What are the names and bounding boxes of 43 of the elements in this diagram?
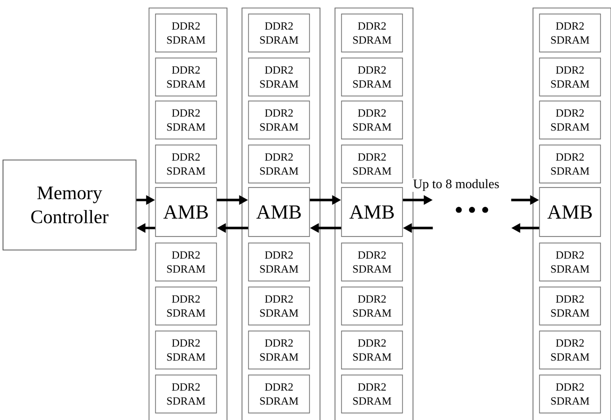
memory-chip: DDR2 SDRAM: [341, 144, 403, 184]
memory-chip: DDR2 SDRAM: [341, 330, 403, 370]
memory-chip: DDR2 SDRAM: [539, 100, 601, 140]
memory-chip: DDR2 SDRAM: [248, 100, 310, 140]
memory-chip: DDR2 SDRAM: [539, 58, 601, 96]
memory-chip: DDR2 SDRAM: [341, 58, 403, 96]
module-board: [532, 8, 611, 420]
memory-chip: DDR2 SDRAM: [248, 144, 310, 184]
memory-chip: DDR2 SDRAM: [155, 144, 217, 184]
memory-chip: DDR2 SDRAM: [248, 14, 310, 52]
ellipsis: • • •: [456, 206, 488, 213]
controller-box: Memory Controller: [2, 160, 136, 250]
memory-chip: DDR2 SDRAM: [248, 58, 310, 96]
buffer-chip: AMB: [539, 187, 601, 237]
buffer-chip: AMB: [341, 187, 403, 237]
memory-chip: DDR2 SDRAM: [539, 14, 601, 52]
memory-chip: DDR2 SDRAM: [539, 144, 601, 184]
memory-chip: DDR2 SDRAM: [155, 374, 217, 414]
memory-chip: DDR2 SDRAM: [155, 330, 217, 370]
module-board: [334, 8, 414, 420]
memory-chip: DDR2 SDRAM: [155, 100, 217, 140]
memory-chip: DDR2 SDRAM: [155, 286, 217, 326]
memory-chip: DDR2 SDRAM: [155, 58, 217, 96]
memory-chip: DDR2 SDRAM: [539, 286, 601, 326]
module-board: [148, 8, 228, 420]
memory-chip: DDR2 SDRAM: [341, 242, 403, 282]
memory-chip: DDR2 SDRAM: [341, 14, 403, 52]
memory-chip: DDR2 SDRAM: [341, 100, 403, 140]
memory-chip: DDR2 SDRAM: [248, 242, 310, 282]
memory-chip: DDR2 SDRAM: [539, 374, 601, 414]
memory-chip: DDR2 SDRAM: [539, 242, 601, 282]
memory-chip: DDR2 SDRAM: [248, 330, 310, 370]
memory-chip: DDR2 SDRAM: [341, 286, 403, 326]
buffer-chip: AMB: [155, 187, 217, 237]
memory-chip: DDR2 SDRAM: [155, 14, 217, 52]
memory-chip: DDR2 SDRAM: [539, 330, 601, 370]
buffer-chip: AMB: [248, 187, 310, 237]
memory-chip: DDR2 SDRAM: [248, 374, 310, 414]
module-board: [242, 8, 320, 420]
memory-chip: DDR2 SDRAM: [248, 286, 310, 326]
memory-chip: DDR2 SDRAM: [155, 242, 217, 282]
memory-chip: DDR2 SDRAM: [341, 374, 403, 414]
edge-label: Up to 8 modules: [412, 178, 500, 192]
